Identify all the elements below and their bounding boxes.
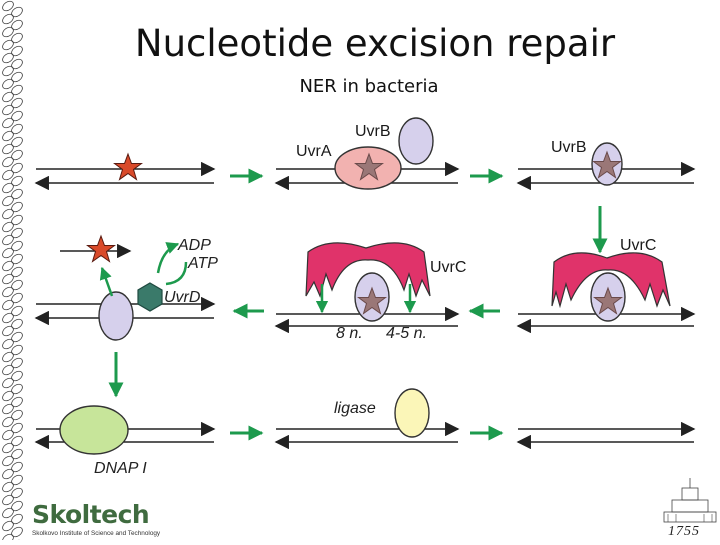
atp-cycle-arrow: [158, 244, 178, 273]
uvrd-protein: [138, 283, 162, 311]
panel-uvra-uvrb: UvrB UvrA: [276, 118, 458, 189]
uvrd-label: UvrD: [164, 289, 201, 306]
slide-title: Nucleotide excision repair: [0, 22, 720, 65]
panel-damaged-dna: [36, 154, 214, 183]
atp-label: ATP: [187, 255, 218, 272]
panel-ligase: ligase: [276, 389, 458, 442]
uvrb-protein: [99, 292, 133, 340]
panel-repaired-dna: [518, 429, 694, 442]
uvra-label: UvrA: [296, 143, 332, 160]
release-arrow: [102, 268, 112, 296]
damage-star-icon: [115, 154, 142, 180]
excised-damage-star-icon: [88, 236, 115, 262]
uvrb-label: UvrB: [551, 139, 587, 156]
uvrb-protein: [399, 118, 433, 164]
dnap-protein: [60, 406, 128, 454]
panel-dnap: DNAP I: [36, 406, 214, 477]
uvrc-label: UvrC: [620, 237, 656, 254]
ligase-label: ligase: [334, 400, 376, 417]
cut-4-5-label: 4-5 n.: [386, 325, 427, 342]
panel-excision: ADP ATP UvrD: [36, 236, 218, 340]
logo-wordmark: Skoltech: [32, 500, 149, 529]
spiral-loop: [1, 532, 15, 540]
uvrc-label: UvrC: [430, 259, 466, 276]
university-building-icon: [664, 478, 716, 522]
adp-label: ADP: [177, 237, 211, 254]
uvrb-label: UvrB: [355, 123, 391, 140]
skoltech-logo: Skoltech Skolkovo Institute of Science a…: [30, 500, 155, 540]
panel-uvrb-bound: UvrB: [518, 139, 694, 185]
dnap-label: DNAP I: [94, 460, 147, 477]
slide-subtitle: NER in bacteria: [0, 76, 720, 97]
ligase-protein: [395, 389, 429, 437]
logo-tagline: Skolkovo Institute of Science and Techno…: [32, 530, 160, 537]
atp-cycle-curve: [166, 262, 186, 284]
cut-8-label: 8 n.: [336, 325, 363, 342]
year-label: 1755: [668, 524, 700, 540]
panel-uvrc-binding: UvrC: [518, 237, 694, 326]
panel-incision: UvrC 8 n. 4-5 n.: [276, 243, 466, 342]
